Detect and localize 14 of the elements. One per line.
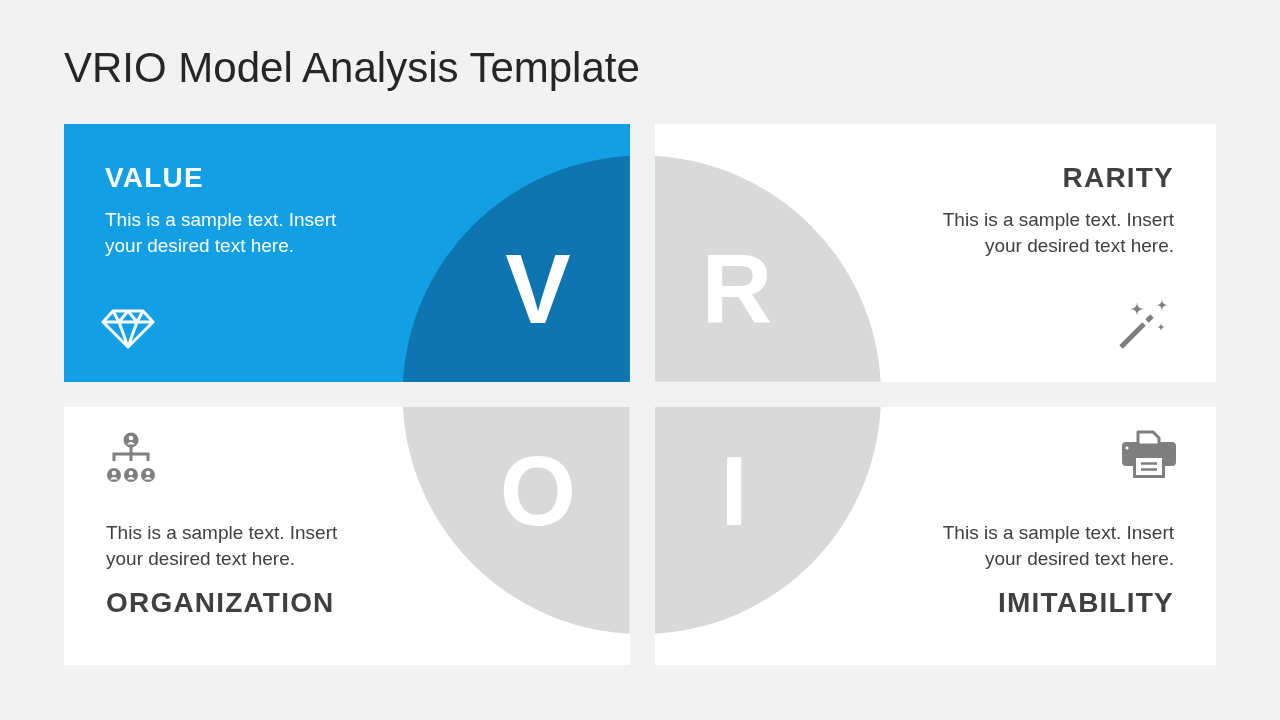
quadrant-letter: V: [505, 240, 571, 338]
body-text: This is a sample text. Insert your desired text here.: [941, 208, 1174, 258]
body-text: This is a sample text. Insert your desired text here.: [105, 208, 338, 258]
panel: [64, 124, 630, 382]
section-heading: IMITABILITY: [998, 589, 1174, 617]
panel: [64, 407, 630, 665]
body-text: This is a sample text. Insert your desired text here.: [941, 521, 1174, 571]
body-text: This is a sample text. Insert your desired text here.: [106, 521, 339, 571]
section-heading: ORGANIZATION: [106, 589, 335, 617]
title: VRIO Model Analysis Template: [64, 47, 640, 89]
section-heading: RARITY: [1062, 164, 1174, 192]
panel: [655, 124, 1216, 382]
section-heading: VALUE: [105, 164, 204, 192]
panel: [655, 407, 1216, 665]
